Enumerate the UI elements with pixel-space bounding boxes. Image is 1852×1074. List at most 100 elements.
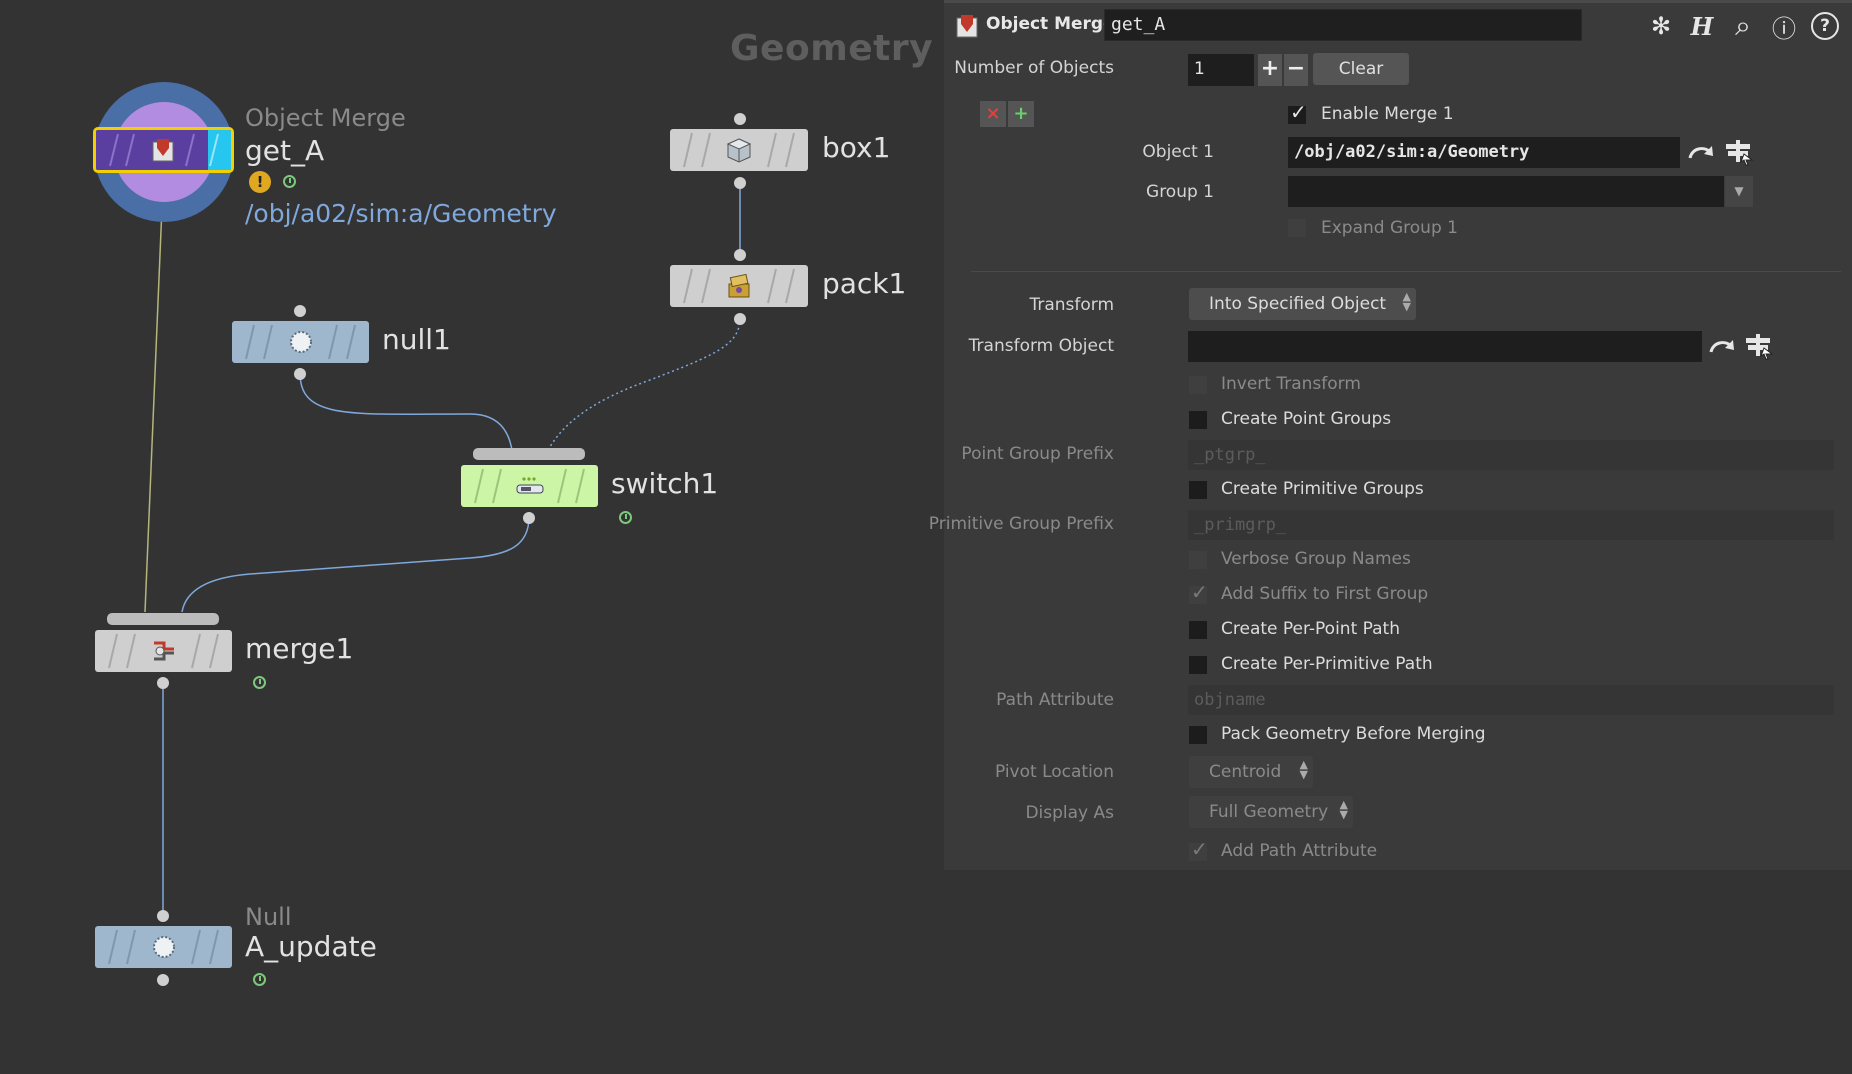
pivot-location-menu[interactable]: Centroid ▲▼ — [1189, 756, 1313, 788]
remove-multiparm-icon[interactable]: × — [980, 101, 1006, 127]
object-merge-icon — [954, 12, 982, 40]
add-suffix-checkbox[interactable]: ✓ — [1189, 580, 1208, 604]
null-icon — [149, 932, 179, 962]
pack-geometry-checkbox[interactable] — [1189, 726, 1207, 744]
wire-switch1-merge1 — [181, 516, 530, 613]
check-icon: ✓ — [1191, 837, 1208, 861]
add-suffix-label: Add Suffix to First Group — [1221, 584, 1429, 604]
remove-object-button[interactable]: − — [1284, 54, 1308, 86]
node-path-label: /obj/a02/sim:a/Geometry — [245, 199, 557, 228]
node-box1[interactable] — [670, 129, 808, 171]
input-port[interactable] — [294, 305, 306, 317]
node-switch1[interactable] — [461, 465, 598, 507]
gear-icon[interactable]: ✻ — [1650, 12, 1672, 40]
verbose-group-names-checkbox[interactable] — [1189, 551, 1207, 569]
node-name-pack1[interactable]: pack1 — [822, 267, 907, 300]
add-object-button[interactable]: + — [1258, 54, 1282, 86]
wire-pack1-switch1 — [547, 317, 741, 451]
node-type-title: Object Merge — [986, 14, 1115, 34]
time-dependent-icon — [253, 973, 266, 986]
pack-geometry-label: Pack Geometry Before Merging — [1221, 724, 1486, 744]
output-port[interactable] — [523, 512, 535, 524]
create-point-groups-label: Create Point Groups — [1221, 409, 1392, 429]
expand-group-checkbox[interactable] — [1288, 219, 1306, 237]
node-name-switch1[interactable]: switch1 — [611, 467, 719, 500]
point-group-prefix-field[interactable]: _ptgrp_ — [1188, 440, 1834, 470]
node-stripes — [245, 324, 356, 360]
num-objects-field[interactable]: 1 — [1188, 54, 1254, 86]
node-name-box1[interactable]: box1 — [822, 131, 891, 164]
expand-group-label: Expand Group 1 — [1321, 218, 1458, 238]
jump-to-node-icon[interactable] — [1707, 334, 1737, 360]
transform-object-field[interactable] — [1188, 331, 1702, 362]
input-port[interactable] — [734, 249, 746, 261]
clear-button[interactable]: Clear — [1313, 53, 1409, 85]
output-port[interactable] — [157, 974, 169, 986]
add-path-attribute-label: Add Path Attribute — [1221, 841, 1378, 861]
per-point-path-checkbox[interactable] — [1189, 621, 1207, 639]
num-objects-label: Number of Objects — [954, 58, 1114, 78]
help-icon[interactable]: ? — [1808, 10, 1842, 42]
pack-icon — [724, 271, 754, 301]
input-port[interactable] — [734, 113, 746, 125]
output-port[interactable] — [294, 368, 306, 380]
multi-input-bar[interactable] — [473, 448, 585, 460]
warning-icon[interactable]: ! — [249, 171, 271, 193]
insert-multiparm-icon[interactable]: + — [1008, 101, 1034, 127]
time-dependent-icon — [283, 175, 296, 188]
prim-group-prefix-label: Primitive Group Prefix — [928, 514, 1114, 534]
network-editor[interactable]: Geometry Object Merge get_A ! /obj/a02/s… — [0, 0, 944, 1074]
node-A_update[interactable] — [95, 926, 232, 968]
display-as-menu[interactable]: Full Geometry ▲▼ — [1189, 796, 1353, 828]
pivot-location-label: Pivot Location — [994, 762, 1114, 782]
pivot-location-value: Centroid — [1209, 762, 1282, 782]
time-dependent-icon — [619, 511, 632, 524]
prim-group-prefix-field[interactable]: _primgrp_ — [1188, 510, 1834, 540]
output-port[interactable] — [734, 177, 746, 189]
node-chooser-icon[interactable] — [1724, 138, 1754, 166]
create-point-groups-checkbox[interactable] — [1189, 411, 1207, 429]
transform-menu-value: Into Specified Object — [1209, 294, 1387, 314]
node-name-field[interactable]: get_A — [1104, 9, 1582, 41]
per-prim-path-checkbox[interactable] — [1189, 656, 1207, 674]
node-merge1[interactable] — [95, 630, 232, 672]
node-name-A_update[interactable]: A_update — [245, 930, 377, 963]
jump-to-node-icon[interactable] — [1686, 140, 1716, 166]
node-name-null1[interactable]: null1 — [382, 323, 451, 356]
display-as-value: Full Geometry — [1209, 802, 1329, 822]
path-attribute-field[interactable]: objname — [1188, 685, 1834, 715]
add-path-attribute-checkbox[interactable]: ✓ — [1189, 837, 1208, 861]
node-name-get_A[interactable]: get_A — [245, 134, 325, 167]
multi-input-bar[interactable] — [107, 613, 219, 625]
verbose-group-names-label: Verbose Group Names — [1221, 549, 1411, 569]
node-stripes — [474, 468, 585, 504]
search-icon[interactable]: ⌕ — [1735, 9, 1751, 42]
group1-field[interactable] — [1288, 176, 1724, 207]
per-point-path-label: Create Per-Point Path — [1221, 619, 1400, 639]
node-chooser-icon[interactable] — [1744, 332, 1774, 360]
node-null1[interactable] — [232, 321, 369, 363]
info-icon[interactable]: ⓘ — [1772, 14, 1796, 43]
transform-object-label: Transform Object — [968, 336, 1114, 356]
parameter-panel: Object Merge get_A ✻ H ⌕ ⓘ ? Number of O… — [929, 0, 1852, 870]
merge-icon — [149, 636, 179, 666]
enable-merge-checkbox[interactable]: ✓ — [1288, 100, 1307, 124]
output-port[interactable] — [157, 677, 169, 689]
transform-label: Transform — [1029, 295, 1114, 315]
node-pack1[interactable] — [670, 265, 808, 307]
invert-transform-checkbox[interactable] — [1189, 376, 1207, 394]
node-name-merge1[interactable]: merge1 — [245, 632, 354, 665]
input-port[interactable] — [157, 910, 169, 922]
create-prim-groups-checkbox[interactable] — [1189, 481, 1207, 499]
point-group-prefix-label: Point Group Prefix — [961, 444, 1114, 464]
transform-menu[interactable]: Into Specified Object ▲▼ — [1189, 288, 1416, 320]
per-prim-path-label: Create Per-Primitive Path — [1221, 654, 1433, 674]
switch-icon — [515, 471, 545, 501]
group1-dropdown-icon[interactable]: ▼ — [1725, 176, 1753, 207]
time-dependent-icon — [253, 676, 266, 689]
output-port[interactable] — [734, 313, 746, 325]
object1-field[interactable]: /obj/a02/sim:a/Geometry — [1288, 137, 1680, 168]
node-get_A[interactable] — [93, 127, 234, 173]
houdini-help-icon[interactable]: H — [1690, 11, 1714, 41]
invert-transform-label: Invert Transform — [1221, 374, 1361, 394]
